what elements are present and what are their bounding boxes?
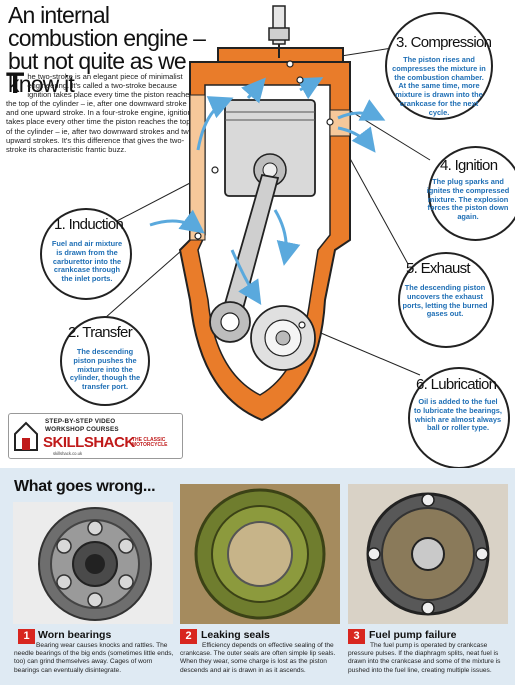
stage-bubble-lubrication [408, 367, 510, 469]
what-goes-wrong-heading: What goes wrong... [14, 478, 156, 495]
logo-line2: WORKSHOP COURSES [45, 426, 119, 433]
stage-bubble-compression [385, 12, 493, 120]
engine-diagram [104, 5, 431, 422]
item-text-leaking-seals: Efficiency depends on effective sealing … [180, 642, 336, 674]
seal-illustration [180, 484, 340, 624]
item-text-worn-bearings: Bearing wear causes knocks and rattles. … [14, 642, 174, 674]
bearing-illustration [13, 502, 173, 624]
item-text-fuel-pump: The fuel pump is operated by crankcase p… [348, 642, 501, 674]
logo-brand: SKILLSHACK [43, 434, 135, 451]
item-number-1: 1 [18, 629, 35, 644]
stage-title-induction: 1. Induction [54, 216, 124, 233]
stage-text-lubrication: Oil is added to the fuel to lubricate th… [414, 397, 502, 433]
stage-text-transfer: The descending piston pushes the mixture… [69, 347, 141, 392]
engine-body [178, 5, 351, 422]
stage-text-induction: Fuel and air mixture is drawn from the c… [51, 239, 123, 284]
item-number-2: 2 [180, 629, 197, 644]
photo-leaking-seals [180, 484, 340, 624]
intro-text: he two-stroke is an elegant piece of min… [6, 72, 194, 154]
stage-text-exhaust: The descending piston uncovers the exhau… [402, 283, 488, 319]
stage-bubble-ignition [428, 146, 515, 241]
photo-fuel-pump [348, 484, 508, 624]
stage-bubble-exhaust [398, 252, 494, 348]
stage-title-lubrication: 6. Lubrication [416, 376, 497, 393]
stage-title-transfer: 2. Transfer [68, 324, 133, 341]
item-title-fuel-pump: Fuel pump failure [369, 629, 457, 641]
item-title-worn-bearings: Worn bearings [38, 629, 112, 641]
stage-title-exhaust: 5. Exhaust [406, 260, 471, 277]
house-icon [14, 421, 38, 451]
logo-url[interactable]: skillshack.co.uk [53, 451, 83, 456]
fuel-pump-illustration [348, 484, 508, 624]
intro-dropcap: T [6, 67, 25, 100]
logo-line1: STEP-BY-STEP VIDEO [45, 418, 116, 425]
item-number-3: 3 [348, 629, 365, 644]
logo-sub: THE CLASSIC MOTORCYCLE [132, 437, 168, 448]
stage-text-compression: The piston rises and compresses the mixt… [392, 55, 486, 117]
stage-bubble-induction [40, 208, 132, 300]
stage-text-ignition: The plug sparks and ignites the compress… [426, 177, 510, 222]
photo-worn-bearings [13, 502, 173, 624]
stage-title-compression: 3. Compression [396, 34, 492, 51]
page-title: An internal combustion engine – but not … [8, 2, 206, 97]
photo-credit [0, 480, 8, 670]
stage-bubble-transfer [60, 316, 150, 406]
item-title-leaking-seals: Leaking seals [201, 629, 270, 641]
skillshack-logo[interactable]: STEP-BY-STEP VIDEO WORKSHOP COURSES SKIL… [8, 413, 183, 459]
stage-title-ignition: 4. Ignition [440, 157, 498, 174]
